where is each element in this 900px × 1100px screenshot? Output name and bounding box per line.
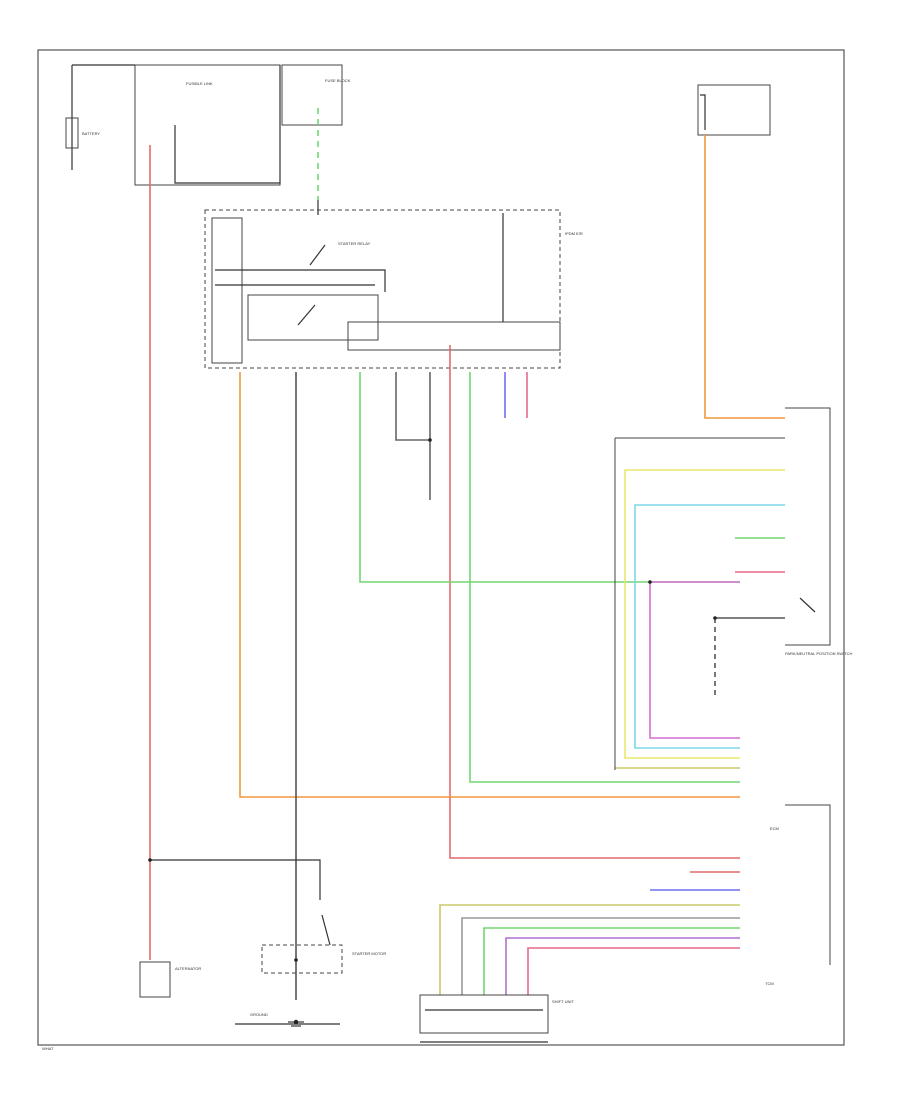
wire-shift-green (483, 927, 740, 995)
battery-label: BATTERY (82, 131, 100, 136)
wire-purple (649, 581, 740, 739)
wire-orange-main (239, 372, 740, 798)
connector-dot (428, 438, 432, 442)
starter-motor-label: STARTER MOTOR (352, 951, 386, 956)
starter-motor-box (261, 944, 343, 974)
relay-switch-2 (297, 304, 316, 326)
fusible-link-output (174, 65, 281, 184)
wire-red-tcm (449, 345, 740, 859)
starter-switch (321, 914, 331, 946)
battery-symbol (65, 117, 79, 149)
shift-unit-box (419, 994, 549, 1034)
starter-feed (150, 859, 321, 900)
shift-unit-label: SHIFT UNIT (552, 999, 574, 1004)
pnp-contact (799, 597, 816, 613)
connector-dot (713, 616, 717, 620)
wire-shift-gray (461, 917, 740, 995)
fuse-block-label: FUSE BLOCK (325, 78, 351, 83)
ipdm-inner-left (211, 217, 243, 364)
ipdm-module (204, 209, 561, 369)
ecm-label: ECM (770, 826, 779, 831)
wire-gray-ground (395, 372, 431, 500)
connector-dot (293, 1019, 299, 1025)
ground-label: GROUND (250, 1012, 268, 1017)
right-fuse-lead (700, 94, 706, 130)
wire-cyan (634, 504, 785, 749)
connector-dot (294, 958, 298, 962)
ipdm-label: IPDM E/R (565, 231, 583, 236)
connector-dot (648, 580, 652, 584)
wire-shift-pink (527, 947, 740, 995)
wire-orange-right (704, 135, 785, 419)
starter-relay-label: STARTER RELAY (338, 241, 371, 246)
pnp-switch-label: PARK/NEUTRAL POSITION SWITCH (785, 651, 852, 656)
tcm-box (785, 804, 831, 965)
bottom-ref-label: WHAT (42, 1046, 54, 1051)
wire-shift-olive (439, 904, 740, 995)
wire-shift-purple (505, 937, 740, 995)
alternator-label: ALTERNATOR (175, 966, 201, 971)
ipdm-inner-relay (247, 294, 379, 341)
diagram-frame (37, 49, 845, 1046)
pnp-switch-box (785, 407, 831, 646)
ipdm-bus-1 (215, 269, 386, 292)
fusible-link-label: FUSIBLE LINK (186, 81, 213, 86)
relay-switch-1 (309, 244, 326, 266)
ipdm-cpu (347, 321, 561, 351)
connector-dot (148, 858, 152, 862)
wire-yellow (624, 469, 785, 759)
wire-green-pnp (359, 372, 740, 583)
tcm-label: TCM (765, 981, 774, 986)
wire-green-tcm (469, 372, 740, 783)
fuse-block-box (281, 64, 343, 126)
alternator-box (139, 961, 171, 998)
right-fuse-box (697, 84, 771, 136)
